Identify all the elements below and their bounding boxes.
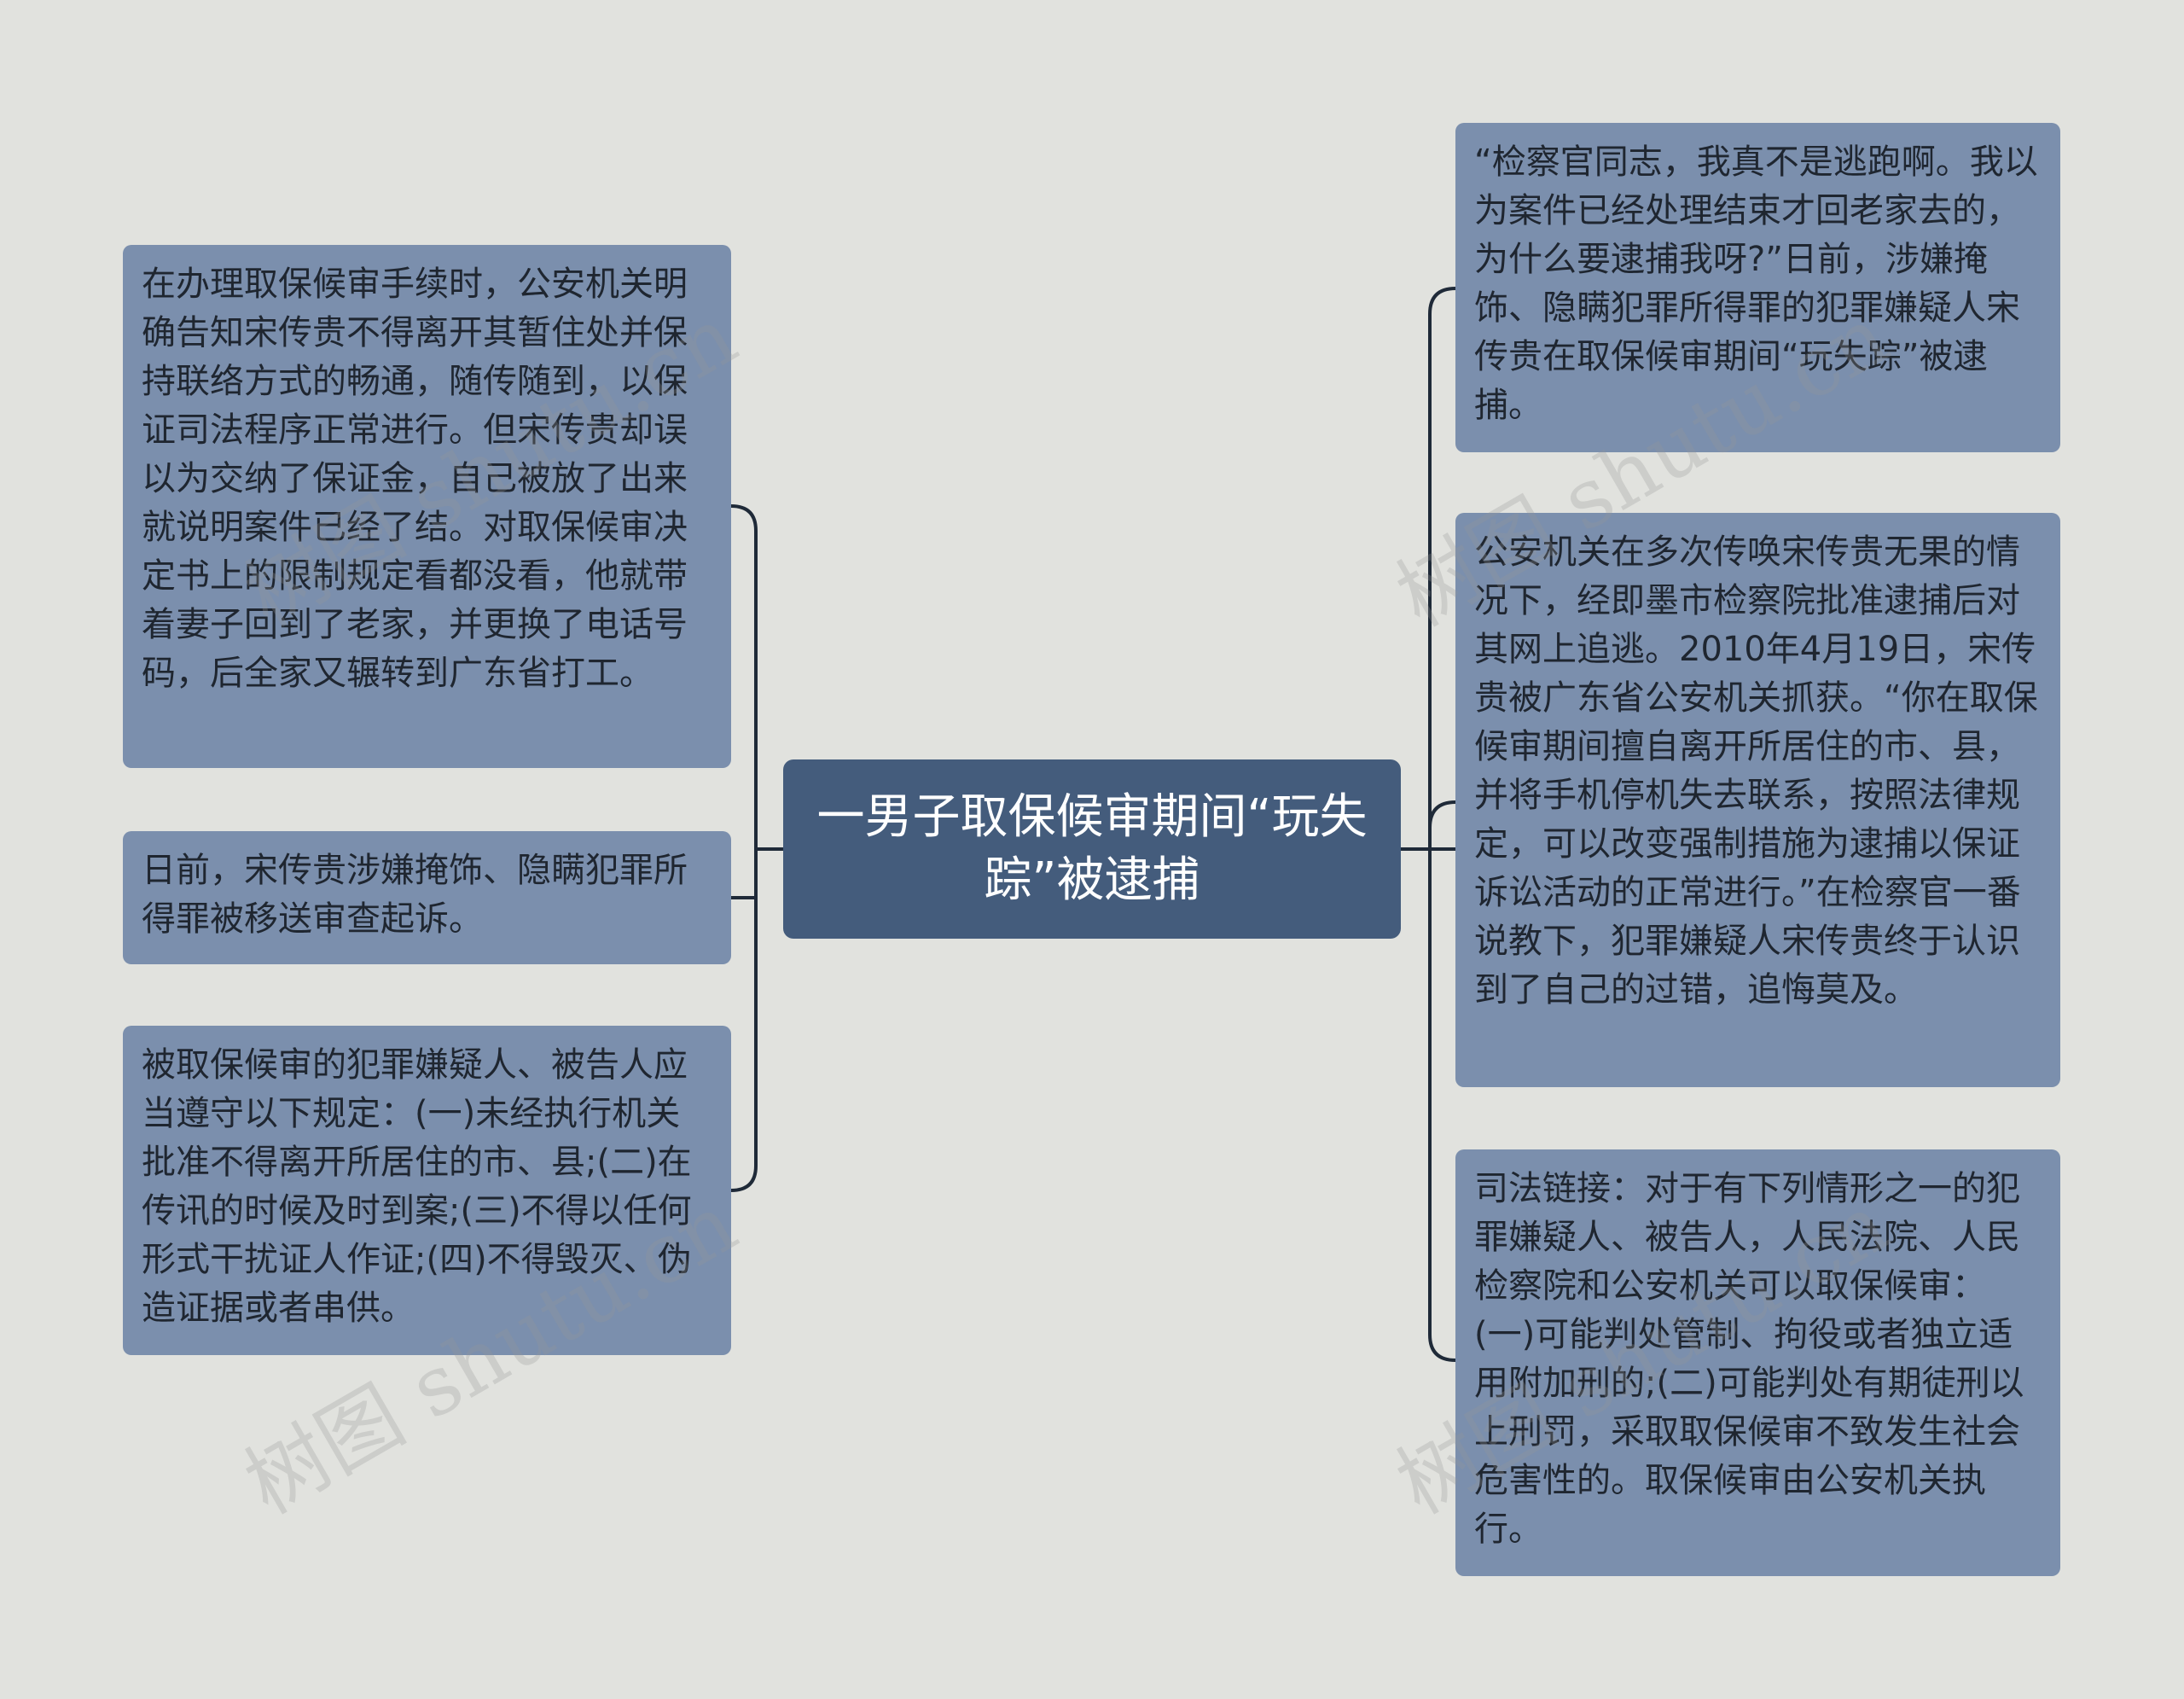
center-topic[interactable]: 一男子取保候审期间“玩失踪”被逮捕 [783, 759, 1401, 939]
right-node-3-text: 司法链接：对于有下列情形之一的犯罪嫌疑人、被告人，人民法院、人民检察院和公安机关… [1474, 1169, 2024, 1549]
left-node-1[interactable]: 在办理取保候审手续时，公安机关明确告知宋传贵不得离开其暂住处并保持联络方式的畅通… [123, 245, 731, 768]
left-node-2-text: 日前，宋传贵涉嫌掩饰、隐瞒犯罪所得罪被移送审查起诉。 [142, 851, 688, 939]
left-node-1-text: 在办理取保候审手续时，公安机关明确告知宋传贵不得离开其暂住处并保持联络方式的畅通… [142, 265, 688, 693]
right-node-2-text: 公安机关在多次传唤宋传贵无果的情况下，经即墨市检察院批准逮捕后对其网上追逃。20… [1474, 532, 2038, 1010]
right-node-1-text: “检察官同志，我真不是逃跑啊。我以为案件已经处理结束才回老家去的，为什么要逮捕我… [1474, 143, 2038, 425]
right-node-3[interactable]: 司法链接：对于有下列情形之一的犯罪嫌疑人、被告人，人民法院、人民检察院和公安机关… [1455, 1149, 2060, 1576]
right-node-1[interactable]: “检察官同志，我真不是逃跑啊。我以为案件已经处理结束才回老家去的，为什么要逮捕我… [1455, 123, 2060, 452]
center-topic-title: 一男子取保候审期间“玩失踪”被逮捕 [816, 789, 1368, 908]
left-node-2[interactable]: 日前，宋传贵涉嫌掩饰、隐瞒犯罪所得罪被移送审查起诉。 [123, 831, 731, 964]
left-node-3-text: 被取保候审的犯罪嫌疑人、被告人应当遵守以下规定：(一)未经执行机关批准不得离开所… [142, 1045, 692, 1328]
right-node-2[interactable]: 公安机关在多次传唤宋传贵无果的情况下，经即墨市检察院批准逮捕后对其网上追逃。20… [1455, 513, 2060, 1087]
left-node-3[interactable]: 被取保候审的犯罪嫌疑人、被告人应当遵守以下规定：(一)未经执行机关批准不得离开所… [123, 1026, 731, 1355]
